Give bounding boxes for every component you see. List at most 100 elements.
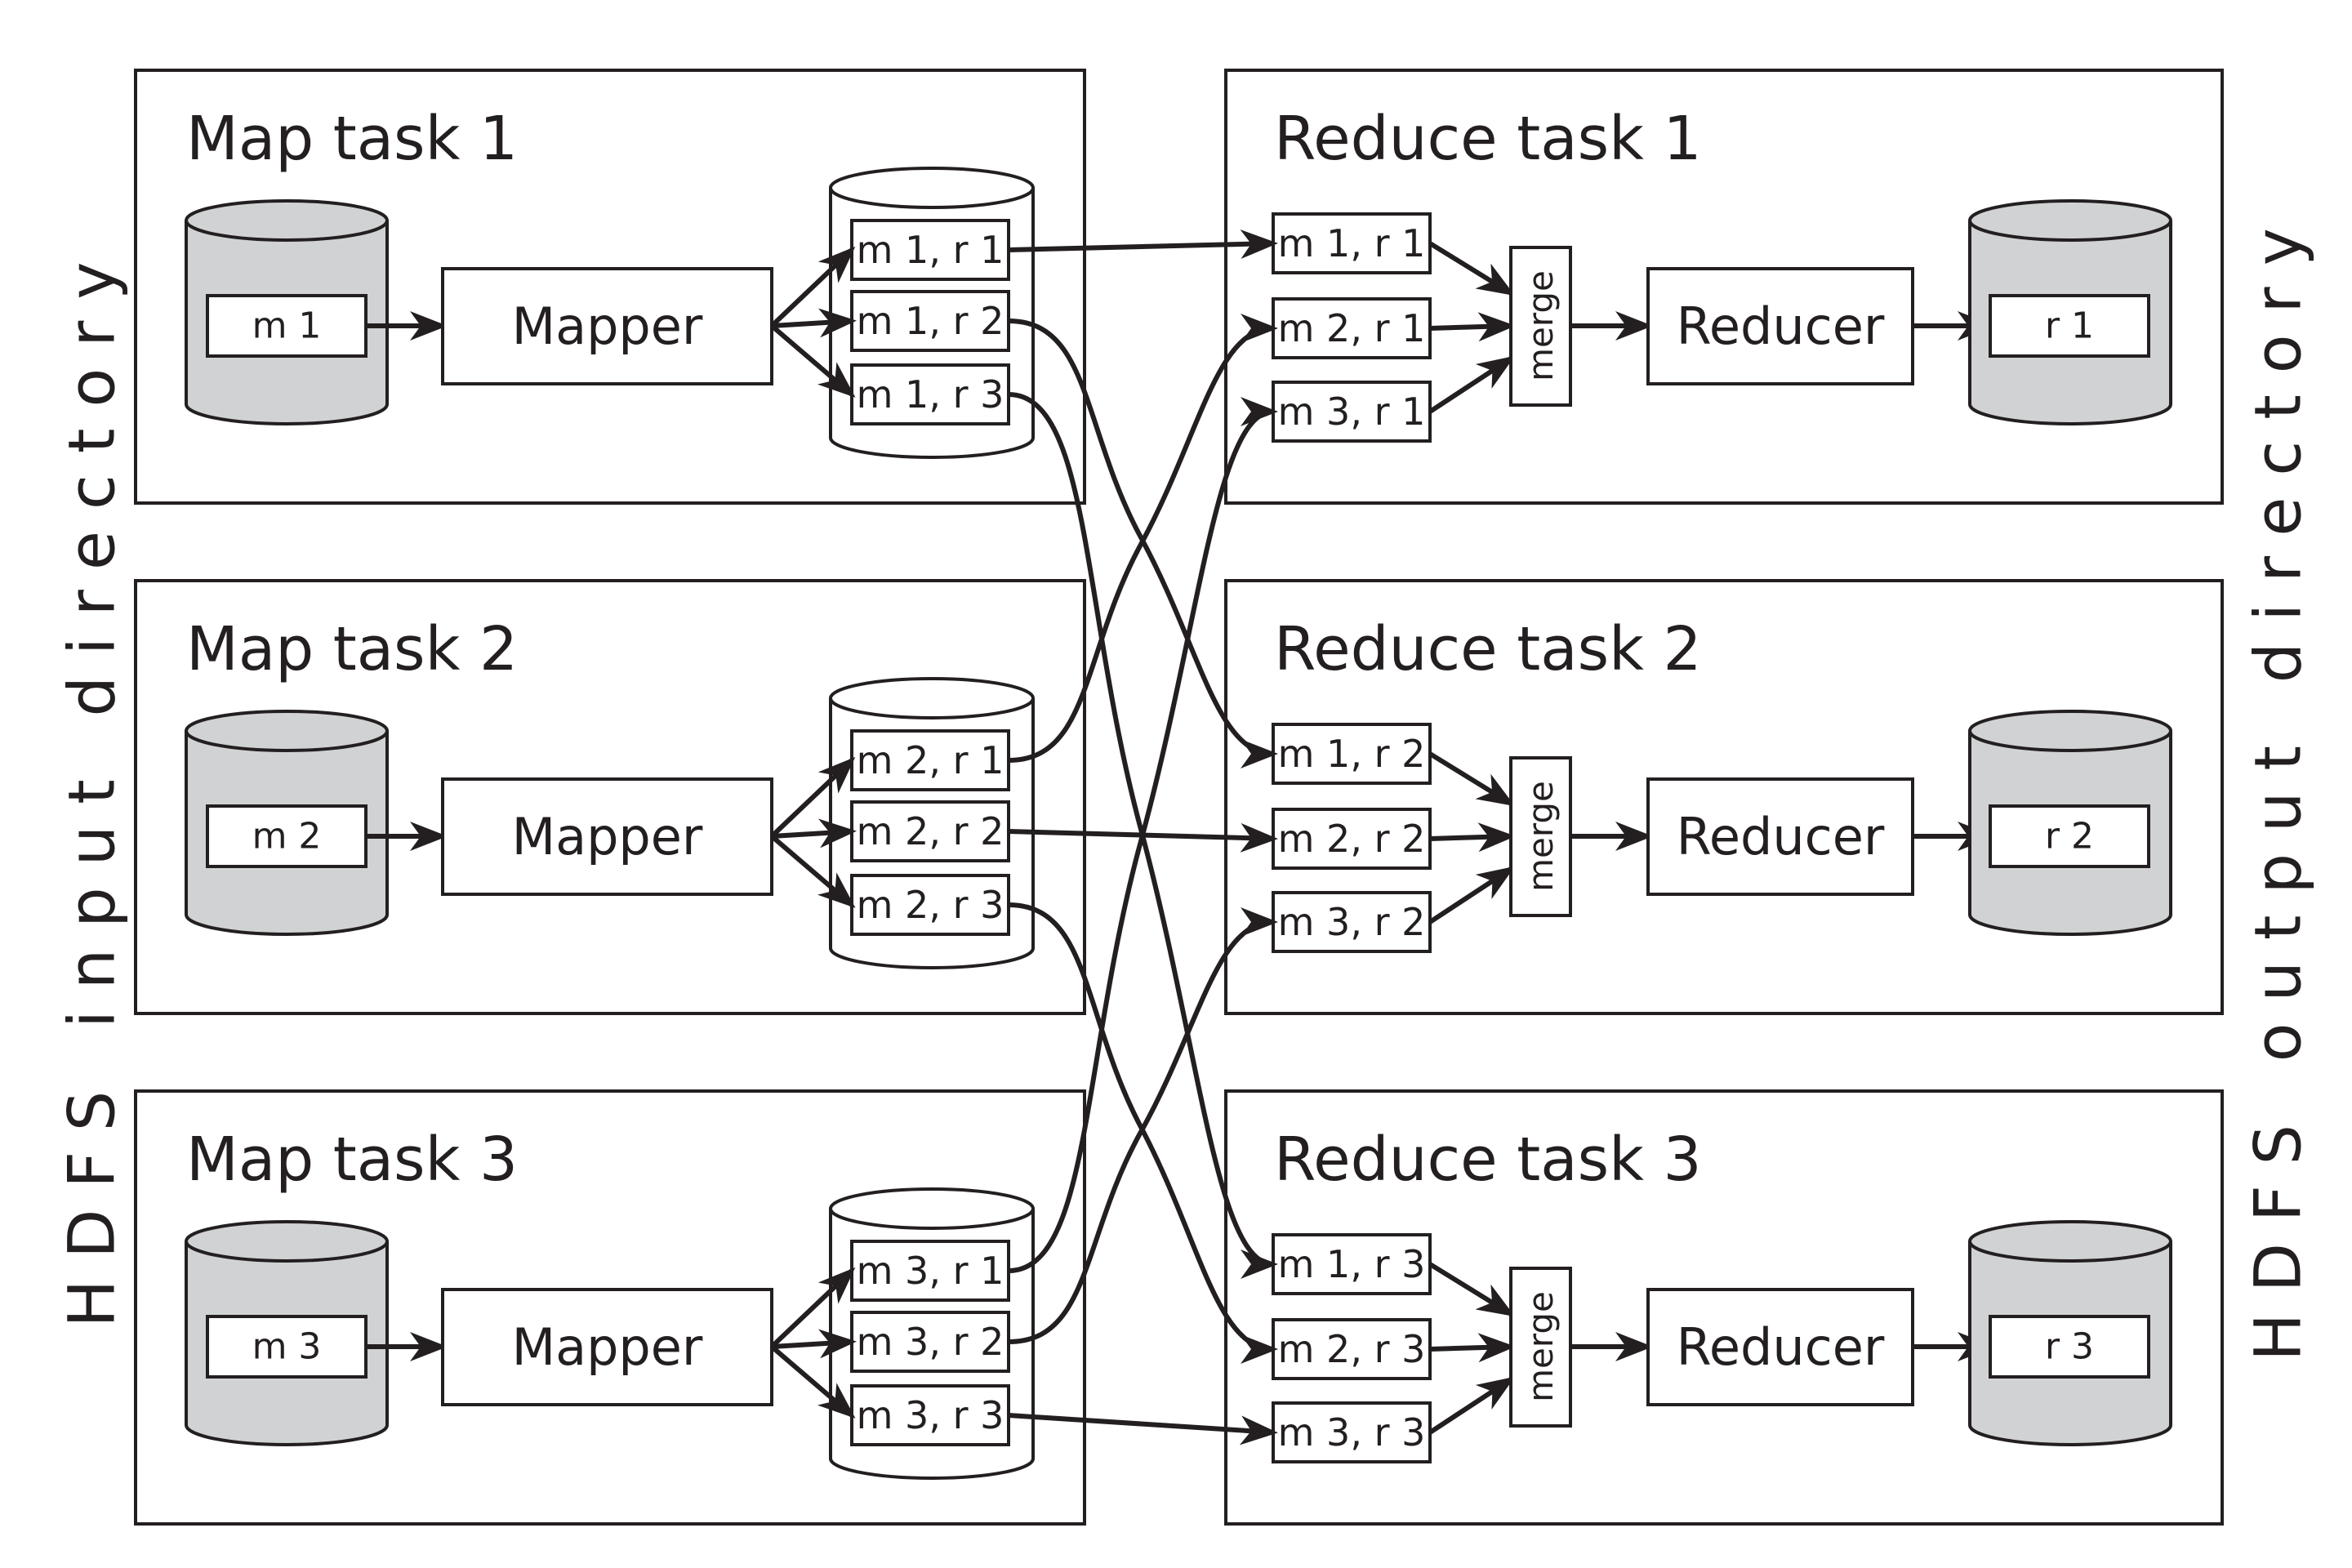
- reduce-task-title: Reduce task 1: [1274, 104, 1702, 174]
- map-task-2: Map task 2 m 2 Mapper m 2, r 1 m 2, r 2 m 2, …: [134, 579, 1086, 1015]
- partition-2: m 2, r 2: [850, 800, 1010, 862]
- merge-label: merge: [1521, 781, 1561, 892]
- partition-1: m 3, r 1: [850, 1240, 1010, 1302]
- input-to-merge-arrow: [1428, 1376, 1516, 1435]
- reduce-input-3: m 3, r 2: [1272, 891, 1432, 953]
- shuffle-m1-r2-arrow: [1008, 318, 1278, 768]
- reducer-box-label: Reducer: [1677, 1317, 1885, 1377]
- input-file-label: m 2: [252, 816, 322, 858]
- partition-3-label: m 1, r 3: [857, 372, 1004, 416]
- reducer-box-label: Reducer: [1677, 296, 1885, 356]
- reduce-input-2-label: m 2, r 1: [1278, 306, 1426, 350]
- map-task-1: Map task 1 m 1 Mapper m 1, r 1 m 1, r 2 m 1, …: [134, 69, 1086, 505]
- reduce-input-3-label: m 3, r 1: [1278, 390, 1426, 434]
- output-file-label: r 2: [2045, 816, 2094, 858]
- mapper-box: Mapper: [441, 267, 773, 385]
- partition-2-label: m 3, r 2: [857, 1320, 1004, 1364]
- partition-2: m 3, r 2: [850, 1311, 1010, 1373]
- input-to-merge-arrow: [1428, 866, 1516, 924]
- merge-label: merge: [1521, 270, 1561, 381]
- reduce-task-title: Reduce task 3: [1274, 1125, 1702, 1195]
- hdfs-output-directory-label: HDFS output directory: [2242, 207, 2315, 1361]
- partition-2-label: m 1, r 2: [857, 299, 1004, 343]
- partition-2: m 1, r 2: [850, 290, 1010, 352]
- input-file: m 3: [206, 1315, 368, 1379]
- mapper-box-label: Mapper: [512, 1317, 703, 1377]
- input-to-merge-arrow: [1428, 355, 1516, 414]
- merge-box: merge: [1509, 246, 1572, 407]
- mapper-to-partition-arrow: [769, 756, 856, 839]
- shuffle-m1-r3-arrow: [1008, 392, 1278, 1279]
- reduce-task-2: Reduce task 2m 1, r 2m 2, r 2m 3, r 2mer…: [1224, 579, 2224, 1015]
- mapper-box: Mapper: [441, 1288, 773, 1406]
- reduce-task-1: Reduce task 1 m 1, r 1 m 2, r 1 m 3, r 1 mer…: [1224, 69, 2224, 505]
- reduce-input-1-label: m 1, r 1: [1278, 221, 1426, 265]
- output-file: r 3: [1989, 1315, 2150, 1379]
- merge-label: merge: [1521, 1291, 1561, 1402]
- partition-1-label: m 3, r 1: [857, 1249, 1004, 1293]
- partition-1: m 2, r 1: [850, 729, 1010, 791]
- mapper-to-partition-arrow: [771, 1329, 857, 1359]
- reducer-box: Reducer: [1646, 777, 1914, 896]
- mapper-to-partition-arrow: [771, 818, 857, 849]
- partition-3: m 1, r 3: [850, 363, 1010, 425]
- shuffle-m3-r3-arrow: [1008, 1413, 1278, 1446]
- reducer-box-label: Reducer: [1677, 807, 1885, 866]
- map-tasks: Map task 1 m 1 Mapper m 1, r 1 m 1, r 2 m 1, …: [134, 69, 1086, 1526]
- partition-1: m 1, r 1: [850, 219, 1010, 281]
- partition-2-label: m 2, r 2: [857, 809, 1004, 853]
- mapper-to-partition-arrow: [770, 834, 856, 908]
- output-file-label: r 3: [2045, 1326, 2094, 1368]
- partition-1-label: m 1, r 1: [857, 228, 1004, 272]
- map-task-title: Map task 1: [186, 104, 518, 174]
- input-to-merge-arrow: [1429, 822, 1516, 853]
- reduce-input-1: m 1, r 3: [1272, 1233, 1432, 1295]
- hdfs-input-directory-label: HDFS input directory: [56, 241, 129, 1328]
- input-to-merge-arrow: [1428, 751, 1516, 807]
- mapper-to-partition-arrow: [769, 1267, 856, 1349]
- mapper-box-label: Mapper: [512, 807, 703, 866]
- map-task-title: Map task 2: [186, 614, 518, 684]
- shuffle-m1-r1-arrow: [1008, 229, 1278, 259]
- reduce-input-2: m 2, r 2: [1272, 808, 1432, 870]
- mapper-to-partition-arrow: [770, 1344, 856, 1419]
- reduce-tasks: Reduce task 1 m 1, r 1 m 2, r 1 m 3, r 1 mer…: [1224, 69, 2224, 1526]
- shuffle-m3-r1-arrow: [1008, 397, 1278, 1273]
- reduce-task-3: Reduce task 3 m 1, r 3 m 2, r 3 m 3, r 3 mer…: [1224, 1089, 2224, 1526]
- reduce-input-1: m 1, r 1: [1272, 212, 1432, 274]
- reduce-input-1: m 1, r 2: [1272, 723, 1432, 785]
- partition-3-label: m 3, r 3: [857, 1393, 1004, 1437]
- shuffle-m3-r2-arrow: [1008, 907, 1278, 1344]
- reduce-input-2: m 2, r 3: [1272, 1318, 1432, 1380]
- mapper-to-partition-arrow: [771, 308, 857, 338]
- reduce-input-3: m 3, r 1: [1272, 381, 1432, 443]
- reducer-box: Reducer: [1646, 1288, 1914, 1406]
- reduce-input-3-label: m 3, r 2: [1278, 900, 1426, 944]
- output-file: r 2: [1989, 804, 2150, 868]
- input-file-label: m 1: [252, 305, 322, 347]
- input-to-merge-arrow: [1428, 1262, 1516, 1317]
- mapper-box-label: Mapper: [512, 296, 703, 356]
- partition-3: m 2, r 3: [850, 874, 1010, 936]
- map-task-title: Map task 3: [186, 1125, 518, 1195]
- input-to-merge-arrow: [1429, 312, 1516, 342]
- shuffle-m2-r1-arrow: [1008, 314, 1278, 763]
- reduce-input-1-label: m 1, r 3: [1278, 1242, 1426, 1286]
- mapper-to-partition-arrow: [769, 246, 856, 328]
- partition-3: m 3, r 3: [850, 1384, 1010, 1446]
- input-to-merge-arrow: [1429, 1333, 1516, 1363]
- reducer-box: Reducer: [1646, 267, 1914, 385]
- reduce-input-3: m 3, r 3: [1272, 1401, 1432, 1463]
- input-file-label: m 3: [252, 1326, 322, 1368]
- reduce-input-2: m 2, r 1: [1272, 297, 1432, 359]
- input-file: m 2: [206, 804, 368, 868]
- mapper-to-partition-arrow: [770, 323, 856, 398]
- output-file-label: r 1: [2045, 305, 2094, 347]
- merge-box: merge: [1509, 1267, 1572, 1428]
- partition-1-label: m 2, r 1: [857, 738, 1004, 782]
- reduce-input-2-label: m 2, r 3: [1278, 1327, 1426, 1371]
- partition-3-label: m 2, r 3: [857, 883, 1004, 927]
- reduce-input-3-label: m 3, r 3: [1278, 1410, 1426, 1454]
- merge-box: merge: [1509, 756, 1572, 917]
